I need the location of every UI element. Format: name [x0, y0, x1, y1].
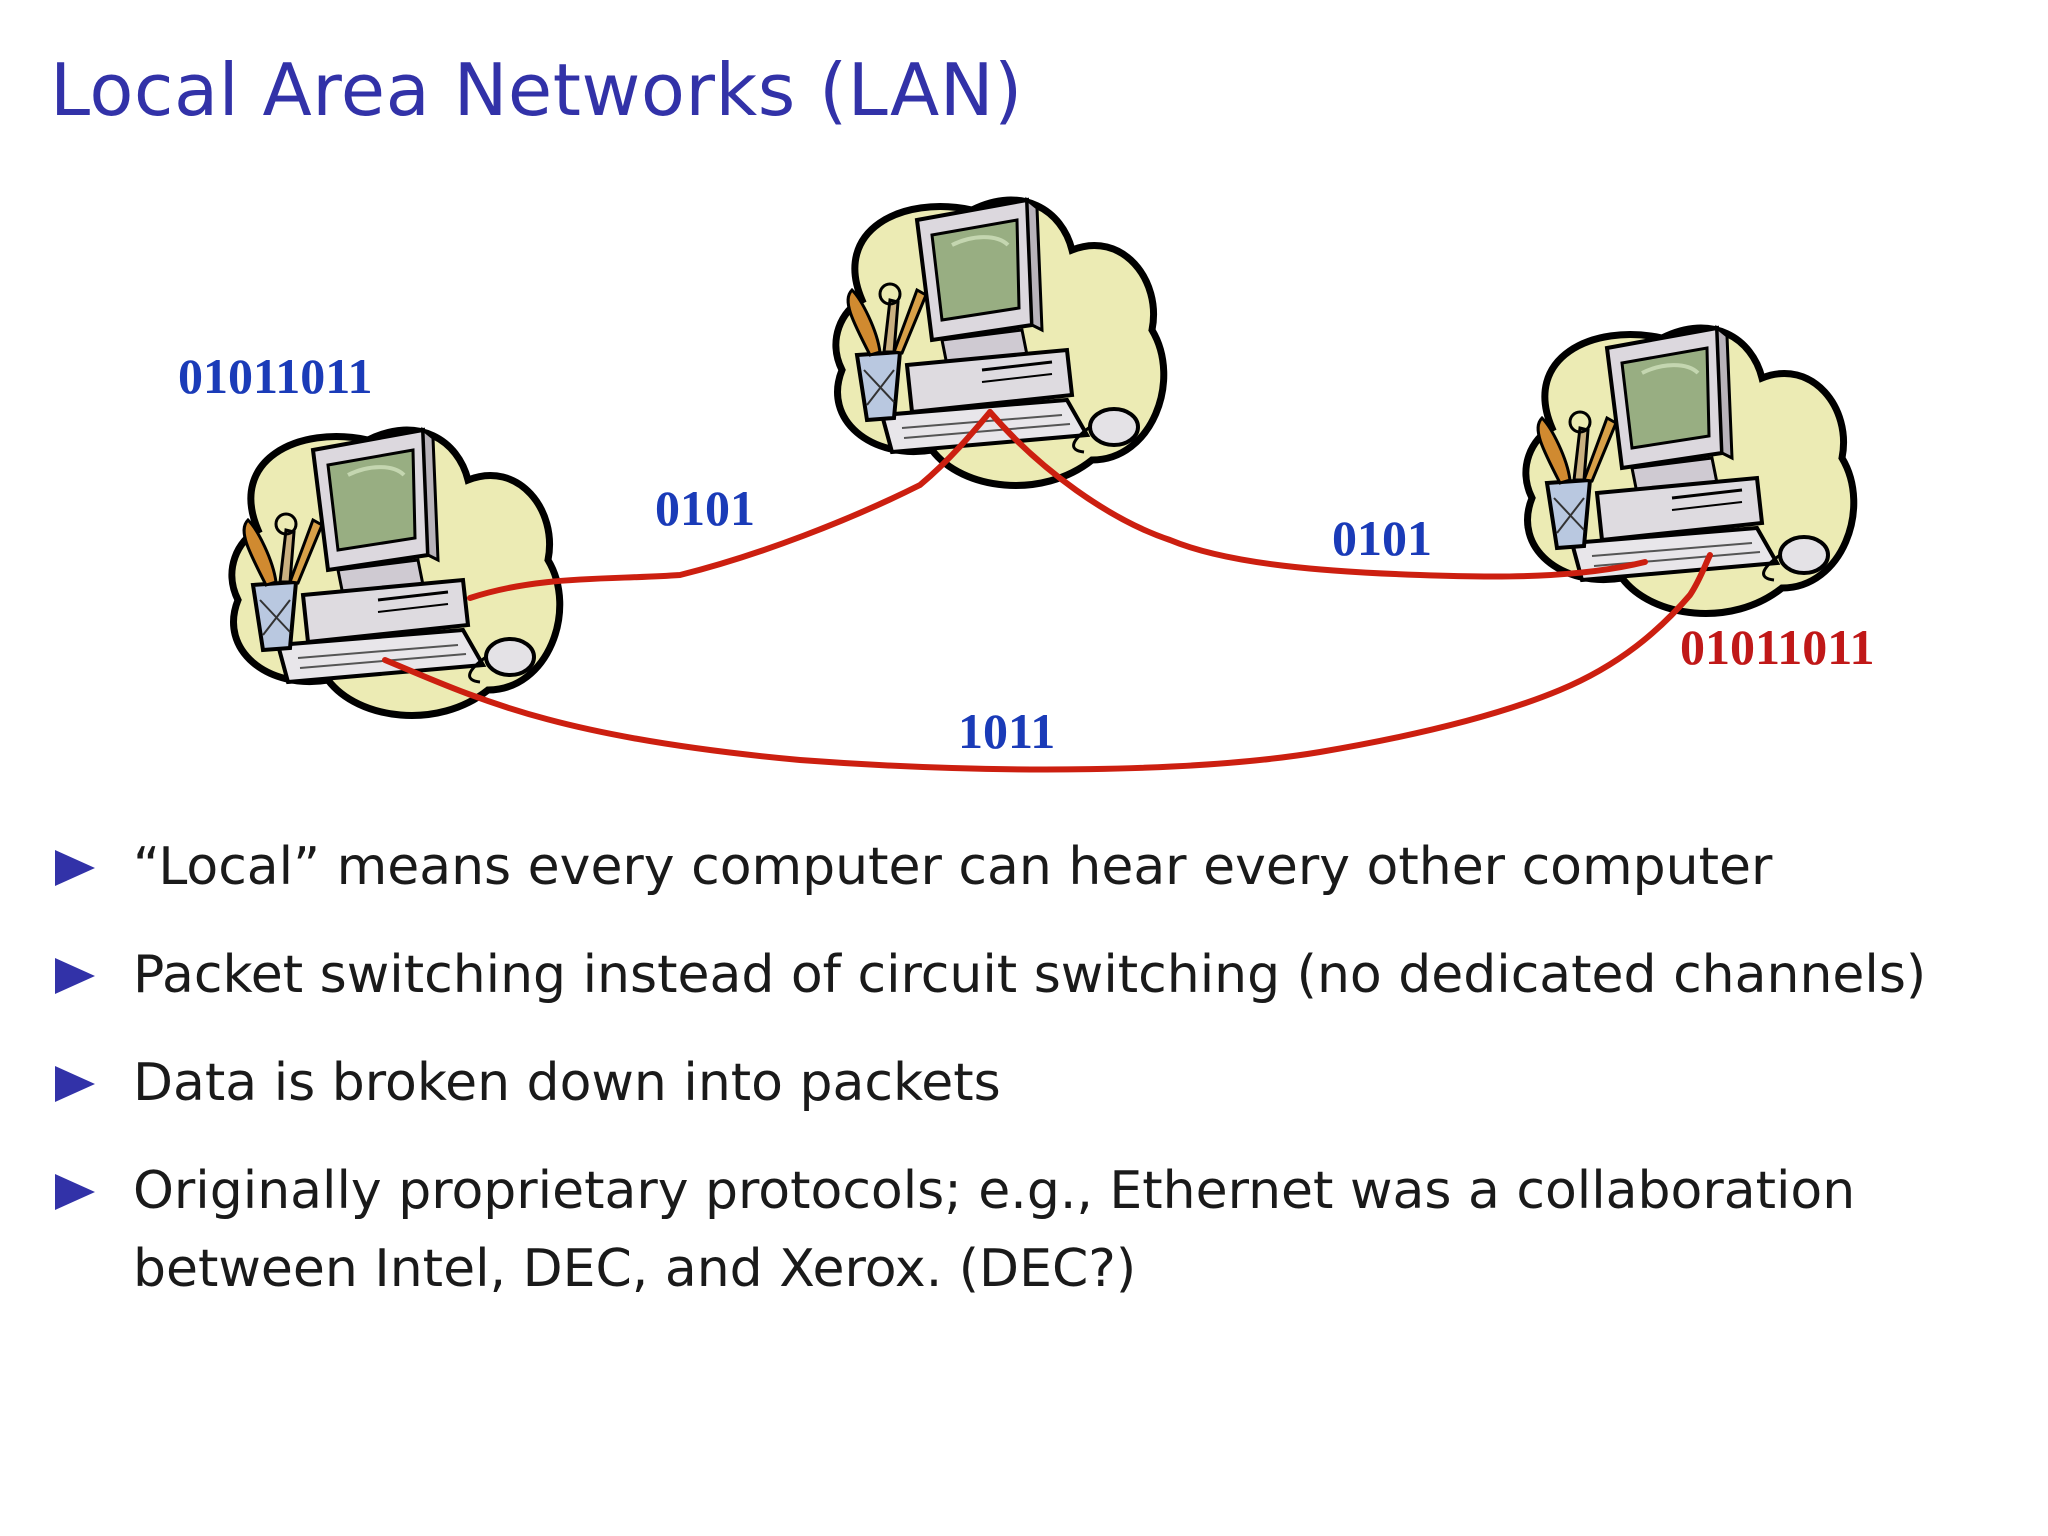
cable-top-right: [987, 409, 1648, 580]
slide-title: Local Area Networks (LAN): [50, 48, 1023, 132]
cable-left-top: [467, 409, 993, 601]
bullet-list: “Local” means every computer can hear ev…: [55, 828, 2015, 1338]
bullet-item: “Local” means every computer can hear ev…: [55, 828, 2015, 906]
triangle-bullet-icon: [55, 958, 95, 994]
bullet-text: Data is broken down into packets: [133, 1053, 1001, 1113]
bullet-item: Packet switching instead of circuit swit…: [55, 936, 2015, 1014]
triangle-bullet-icon: [55, 850, 95, 886]
bullet-item: Originally proprietary protocols; e.g., …: [55, 1152, 2015, 1308]
bullet-text: Originally proprietary protocols; e.g., …: [133, 1161, 1856, 1299]
right-node-bits-label: 01011011: [1680, 619, 1874, 675]
computer-icon: [836, 200, 1164, 485]
bullet-item: Data is broken down into packets: [55, 1044, 2015, 1122]
link-top-right-label: 0101: [1332, 510, 1432, 566]
triangle-bullet-icon: [55, 1174, 95, 1210]
computer-icon: [232, 430, 560, 715]
bullet-text: “Local” means every computer can hear ev…: [133, 837, 1773, 897]
link-left-right-label: 1011: [958, 703, 1055, 759]
bullet-text: Packet switching instead of circuit swit…: [133, 945, 1927, 1005]
left-node-bits-label: 01011011: [178, 348, 372, 404]
triangle-bullet-icon: [55, 1066, 95, 1102]
cable-left-right: [382, 552, 1713, 773]
link-left-top-label: 0101: [655, 480, 755, 536]
